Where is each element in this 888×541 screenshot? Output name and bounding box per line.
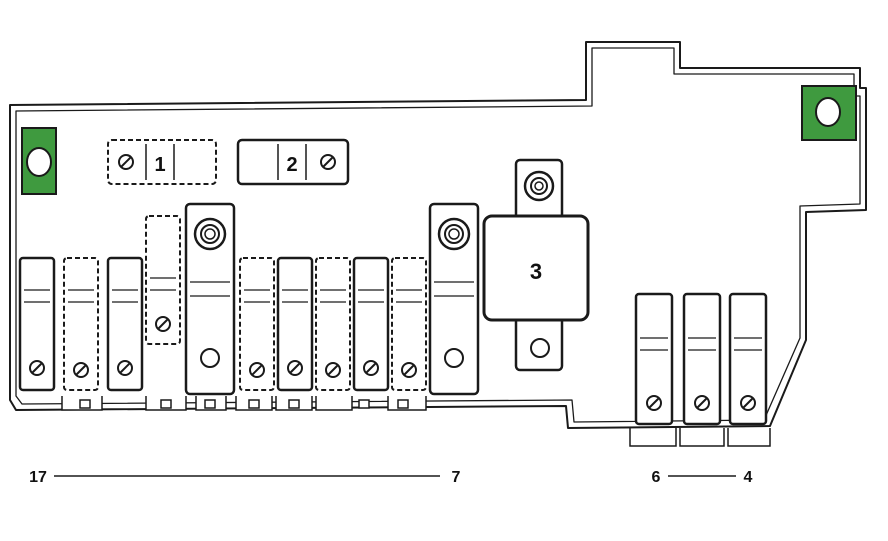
range-indicator-17-7: 17 7 xyxy=(29,469,460,486)
fuse-3-label: 3 xyxy=(530,259,542,284)
fuse-slot xyxy=(18,256,56,392)
screw-icon xyxy=(155,316,171,332)
range-label-17: 17 xyxy=(29,469,47,486)
bolt-terminal-fuse xyxy=(184,202,236,396)
fuse-1: 1 xyxy=(107,139,217,185)
fuse-slot xyxy=(634,292,674,426)
fuse-slot xyxy=(352,256,390,392)
range-label-4: 4 xyxy=(744,469,753,486)
range-indicator-6-4: 6 4 xyxy=(652,469,753,486)
fuse-slot xyxy=(391,257,427,391)
fuse-slot xyxy=(276,256,314,392)
fuse-slot xyxy=(682,292,722,426)
fuse-slot xyxy=(315,257,351,391)
fuse-slot xyxy=(106,256,144,392)
connector-clips xyxy=(629,428,771,447)
fuse-2: 2 xyxy=(236,138,350,186)
bolt-terminal-icon xyxy=(523,170,555,202)
fuse-slot-upper xyxy=(145,215,181,345)
bolt-terminal-icon xyxy=(437,217,471,251)
connector-clips xyxy=(61,396,427,411)
mounting-tab-right xyxy=(801,85,857,141)
mounting-tab-left xyxy=(21,127,57,195)
fuse-3: 3 xyxy=(482,158,590,372)
screw-icon xyxy=(320,154,336,170)
fuse-slot xyxy=(239,257,275,391)
fuse-slot xyxy=(728,292,768,426)
bolt-terminal-icon xyxy=(193,217,227,251)
range-label-7: 7 xyxy=(452,469,461,486)
fuse-row-17-7 xyxy=(18,202,480,396)
range-label-6: 6 xyxy=(652,469,661,486)
screw-icon xyxy=(118,154,134,170)
fuse-slot xyxy=(63,257,99,391)
fuse-1-label: 1 xyxy=(154,154,165,176)
fuse-2-label: 2 xyxy=(286,154,297,176)
fuse-row-6-4 xyxy=(629,292,771,447)
bolt-terminal-fuse xyxy=(428,202,480,396)
